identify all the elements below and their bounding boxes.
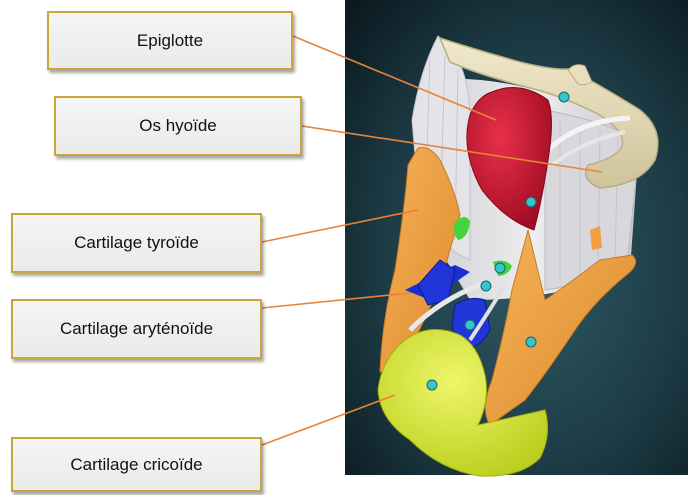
- marker-dot: [427, 380, 437, 390]
- marker-dot: [495, 263, 505, 273]
- label-cartilage-tyroide: Cartilage tyroïde: [11, 213, 262, 273]
- thyroid-right-horn: [590, 226, 602, 250]
- label-epiglotte: Epiglotte: [47, 11, 293, 70]
- marker-dot: [526, 337, 536, 347]
- marker-dot: [526, 197, 536, 207]
- label-cartilage-arytenoide: Cartilage aryténoïde: [11, 299, 262, 359]
- label-os-hyoide: Os hyoïde: [54, 96, 302, 156]
- marker-dot: [465, 320, 475, 330]
- marker-dot: [559, 92, 569, 102]
- label-cartilage-cricoide: Cartilage cricoïde: [11, 437, 262, 492]
- marker-dot: [481, 281, 491, 291]
